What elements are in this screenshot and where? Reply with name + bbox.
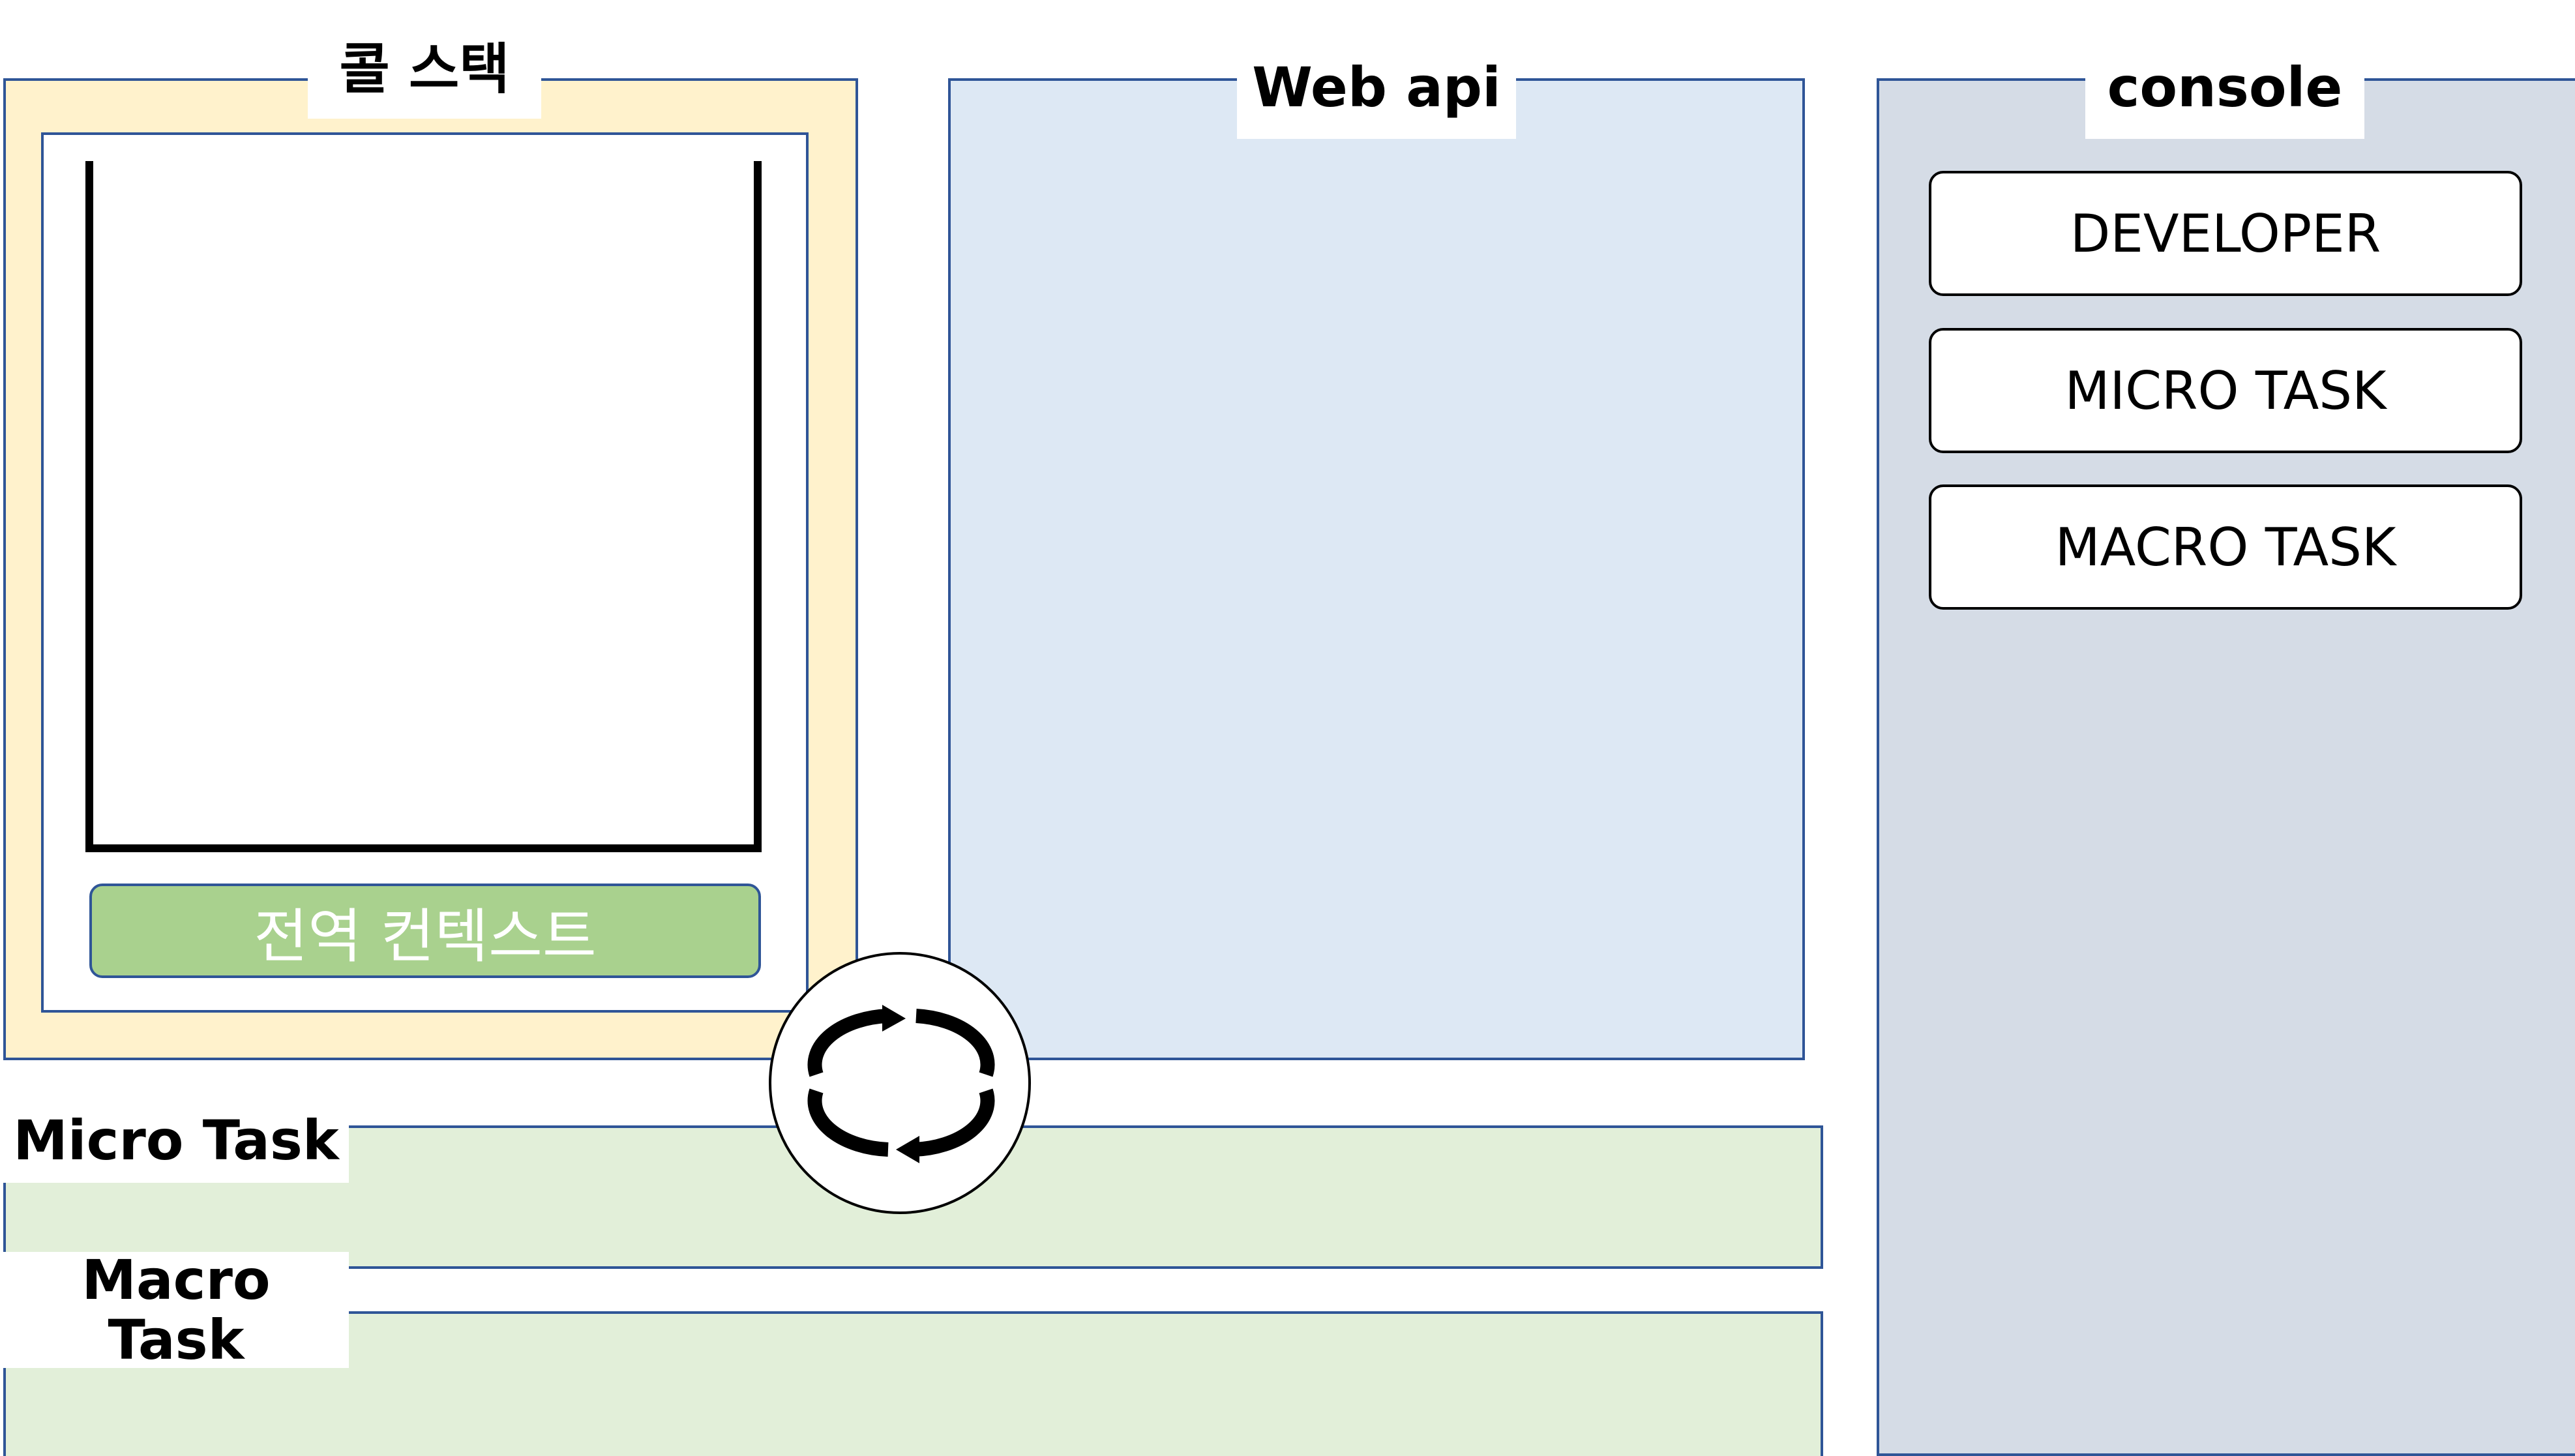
macro-task-button[interactable]: MACRO TASK bbox=[1929, 484, 2522, 610]
macro-task-title-line1: Macro bbox=[82, 1247, 271, 1312]
web-api-panel bbox=[948, 78, 1805, 1060]
call-stack-area bbox=[41, 132, 809, 1013]
macro-task-title-line2: Task bbox=[108, 1308, 245, 1372]
refresh-cycle-icon bbox=[769, 952, 1031, 1214]
stack-left-wall bbox=[85, 161, 93, 852]
macro-task-title: Macro Task bbox=[3, 1247, 349, 1372]
web-api-title: Web api bbox=[1237, 36, 1516, 139]
call-stack-title: 콜 스택 bbox=[308, 20, 541, 119]
console-title: console bbox=[2085, 36, 2364, 139]
micro-task-title: Micro Task bbox=[3, 1098, 349, 1183]
micro-task-button[interactable]: MICRO TASK bbox=[1929, 328, 2522, 453]
stack-right-wall bbox=[754, 161, 762, 852]
global-context-frame: 전역 컨텍스트 bbox=[89, 884, 761, 978]
console-panel bbox=[1877, 78, 2575, 1456]
developer-button[interactable]: DEVELOPER bbox=[1929, 171, 2522, 296]
stack-bottom bbox=[85, 844, 762, 852]
